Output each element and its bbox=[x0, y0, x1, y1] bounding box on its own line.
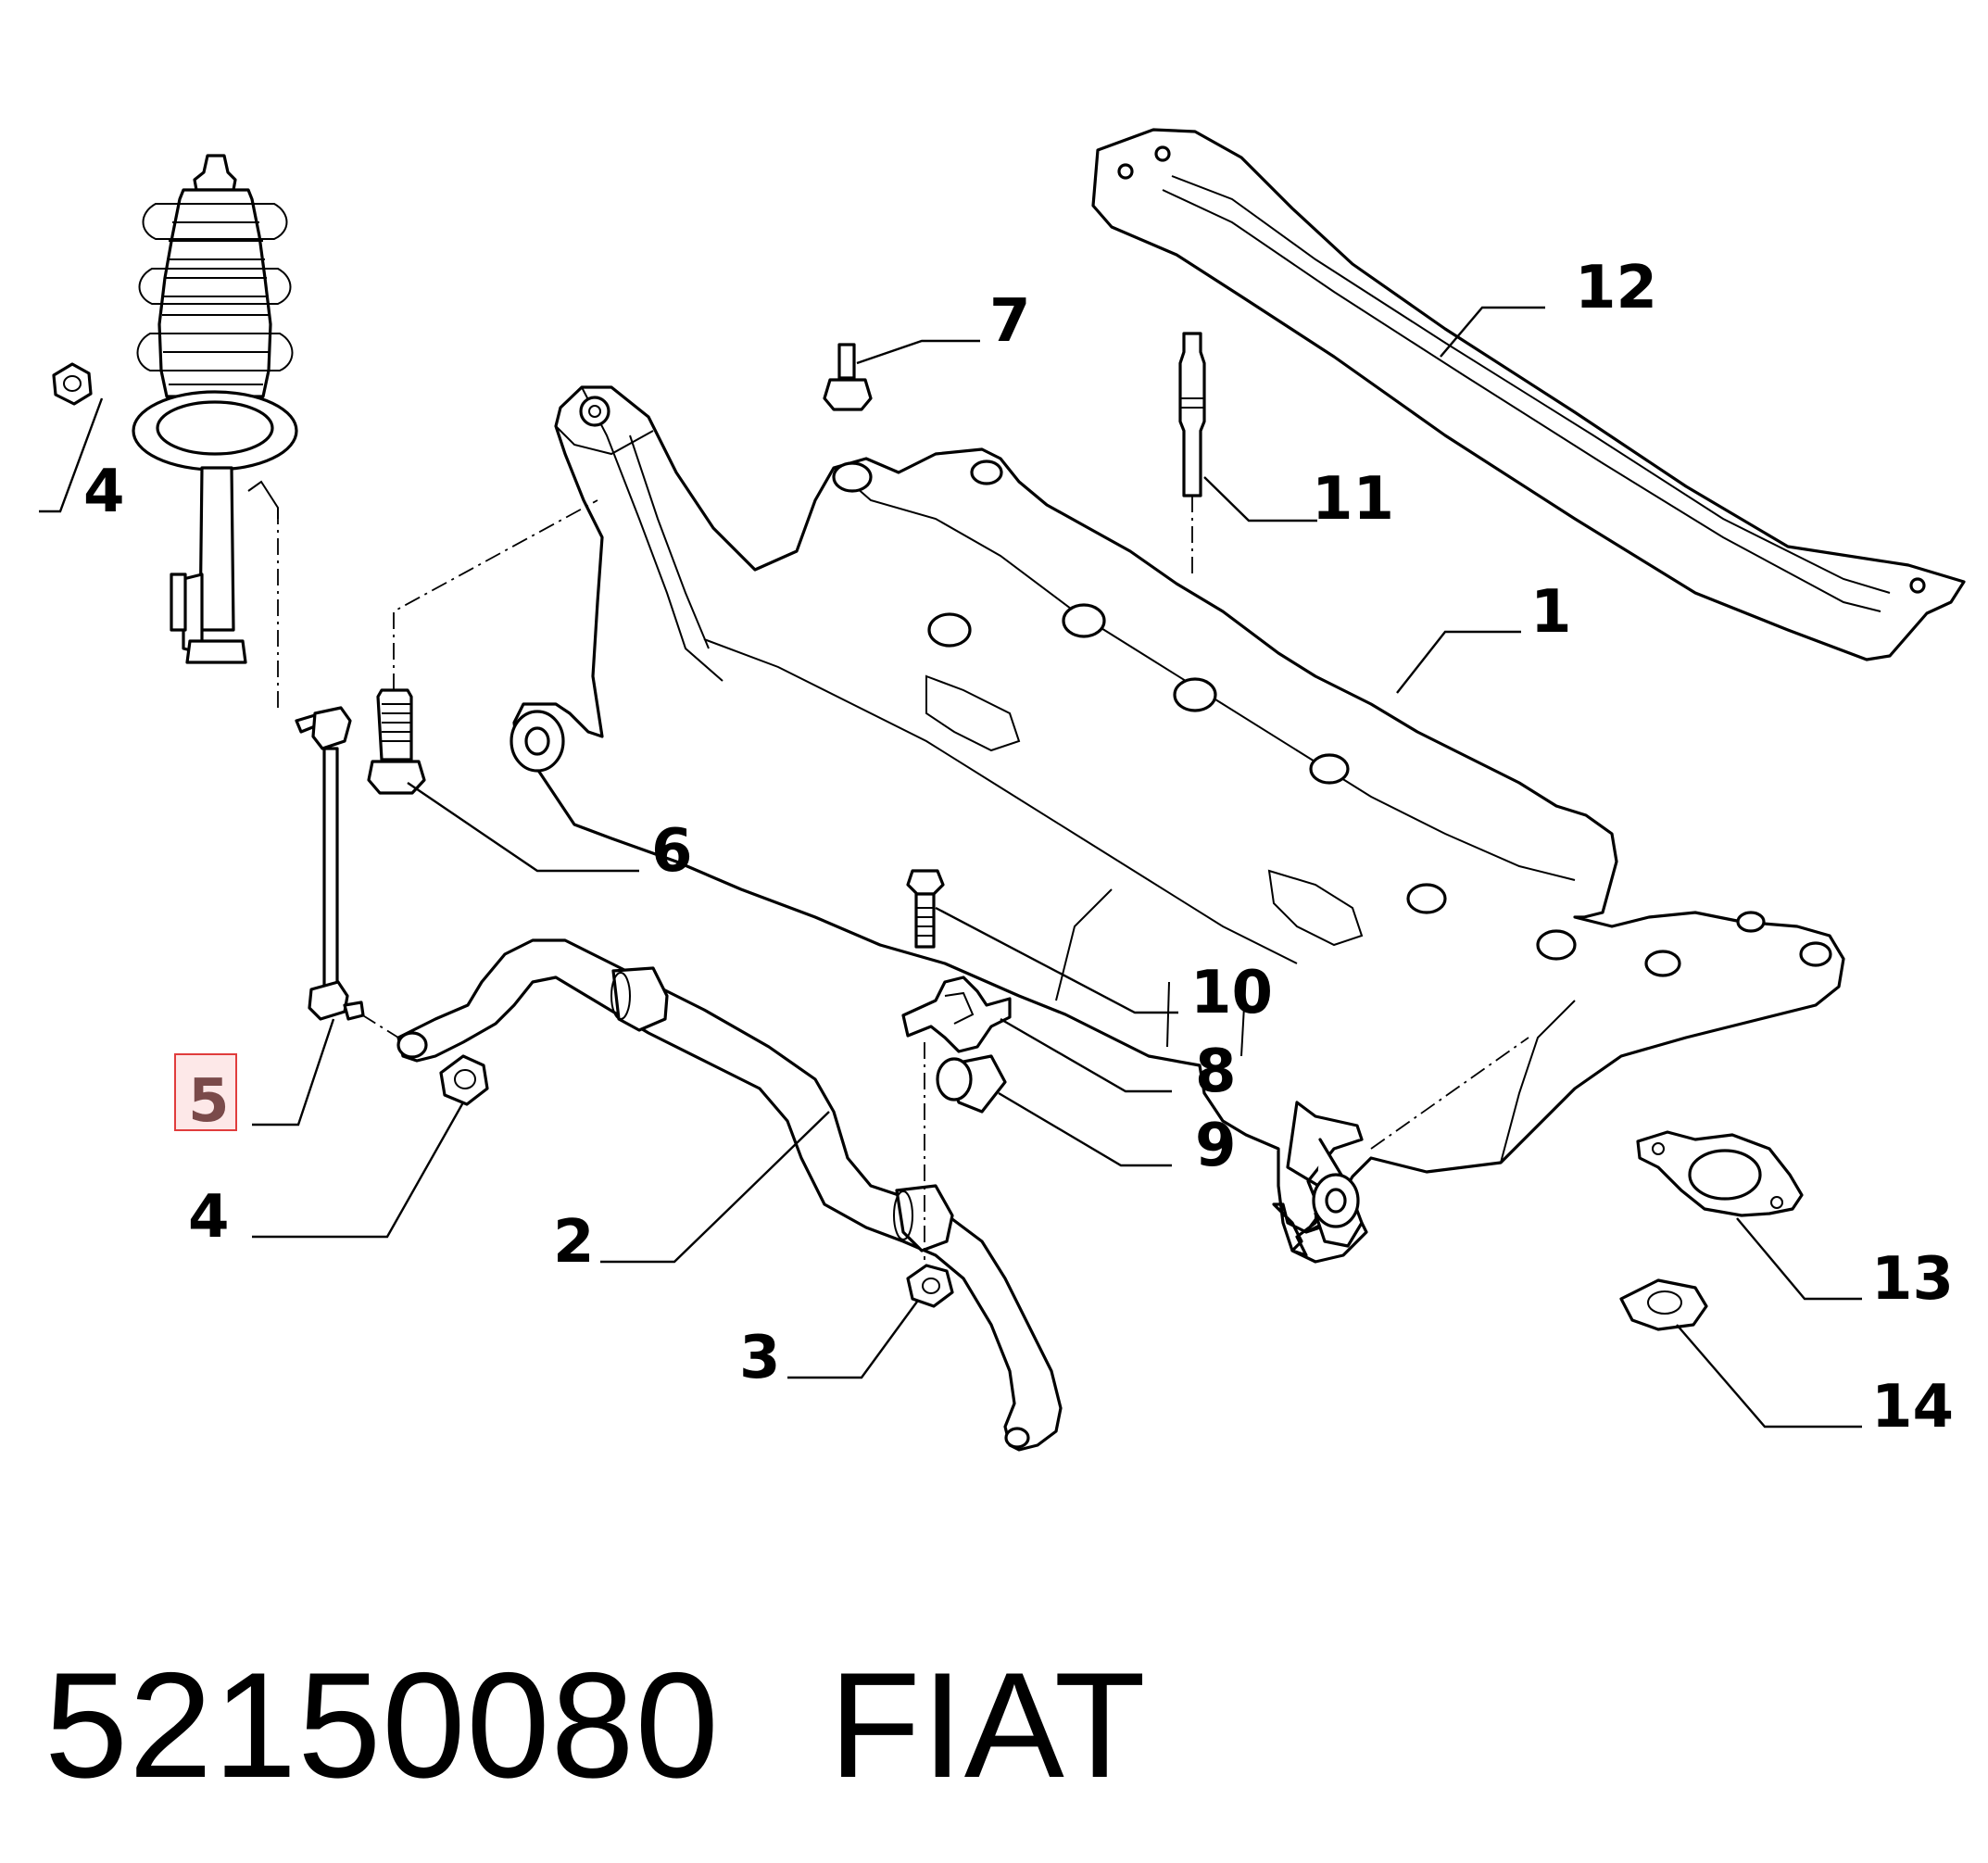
callout-14[interactable]: 14 bbox=[1871, 1373, 1954, 1441]
clamp-bracket-part-8[interactable] bbox=[901, 976, 1012, 1053]
nut-part-4-top[interactable] bbox=[52, 362, 93, 406]
callout-4-top[interactable]: 4 bbox=[83, 458, 125, 526]
cross-member-part-12[interactable] bbox=[1091, 128, 1966, 661]
highlight-box bbox=[174, 1053, 237, 1131]
callout-7[interactable]: 7 bbox=[989, 287, 1031, 356]
callout-11[interactable]: 11 bbox=[1312, 465, 1394, 534]
strut-assembly[interactable] bbox=[132, 154, 298, 664]
bolt-part-7[interactable] bbox=[823, 343, 873, 411]
bushing-part-9[interactable] bbox=[936, 1054, 1007, 1114]
nut-part-3[interactable] bbox=[906, 1264, 954, 1308]
callout-6[interactable]: 6 bbox=[651, 817, 693, 886]
leader-lines bbox=[39, 306, 1862, 1429]
subframe-part-1[interactable] bbox=[510, 385, 1845, 1264]
plate-part-13[interactable] bbox=[1636, 1130, 1804, 1217]
footer: 52150080 FIAT bbox=[44, 1640, 1147, 1812]
callout-4-bottom[interactable]: 4 bbox=[188, 1183, 230, 1252]
stud-part-11[interactable] bbox=[1178, 332, 1206, 497]
callout-9[interactable]: 9 bbox=[1195, 1112, 1237, 1180]
callout-5[interactable]: 5 bbox=[188, 1067, 230, 1136]
callout-8[interactable]: 8 bbox=[1195, 1038, 1237, 1106]
callout-2[interactable]: 2 bbox=[553, 1208, 595, 1277]
callout-1[interactable]: 1 bbox=[1530, 578, 1572, 647]
callout-10[interactable]: 10 bbox=[1190, 959, 1273, 1027]
assembly-guide-lines bbox=[277, 496, 1529, 1260]
callout-13[interactable]: 13 bbox=[1871, 1245, 1954, 1314]
nut-part-4-bottom[interactable] bbox=[439, 1054, 489, 1106]
link-rod-part-5[interactable] bbox=[295, 706, 365, 1021]
stabilizer-bar-part-2[interactable] bbox=[396, 938, 1063, 1452]
callout-12[interactable]: 12 bbox=[1575, 254, 1657, 322]
bolt-part-10[interactable] bbox=[906, 869, 945, 949]
part-number: 52150080 bbox=[44, 1642, 720, 1809]
cap-part-14[interactable] bbox=[1619, 1278, 1708, 1331]
brand-name: FIAT bbox=[828, 1642, 1147, 1809]
bolt-part-6[interactable] bbox=[367, 688, 426, 795]
callout-labels: 12 7 11 1 6 10 8 9 4 5 4 2 3 13 14 bbox=[83, 254, 1954, 1441]
callout-3[interactable]: 3 bbox=[739, 1324, 781, 1392]
